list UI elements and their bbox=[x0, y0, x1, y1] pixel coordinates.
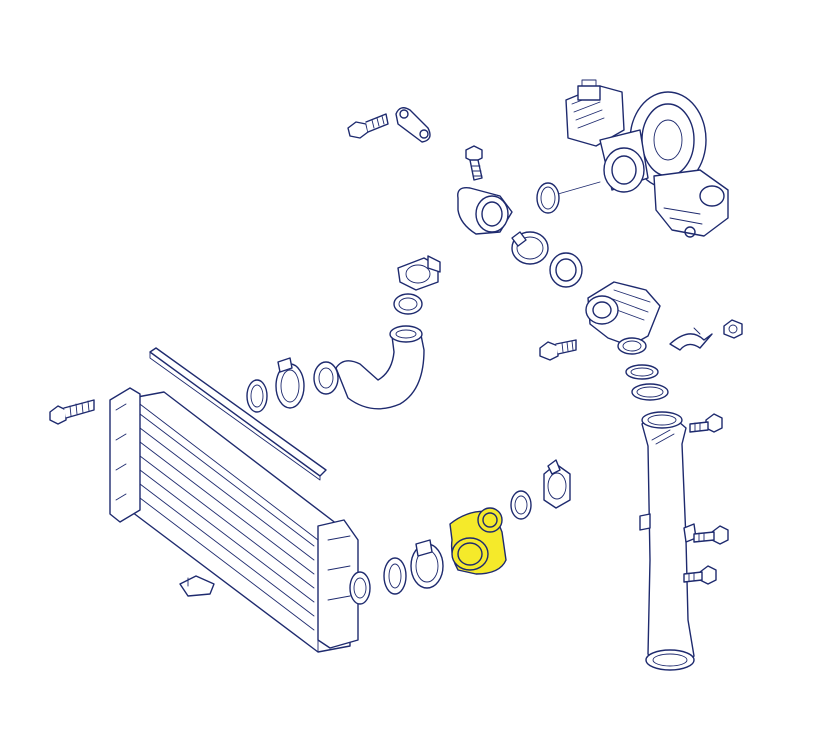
o-ring-seal bbox=[625, 364, 659, 380]
mounting-bolt bbox=[465, 145, 483, 181]
hose-clamp bbox=[410, 539, 444, 589]
hose-clamp bbox=[631, 383, 669, 401]
intercooler-inlet-hose bbox=[313, 325, 425, 410]
o-ring-seal bbox=[393, 293, 423, 315]
hose-clamp bbox=[275, 357, 305, 409]
o-ring-seal bbox=[549, 252, 583, 288]
mounting-bolt bbox=[347, 113, 389, 139]
intake-pipe bbox=[639, 411, 697, 671]
hose-clamp bbox=[723, 319, 743, 339]
hose-clamp bbox=[397, 255, 441, 291]
o-ring-seal bbox=[246, 379, 268, 413]
mounting-bolt bbox=[683, 565, 717, 585]
turbo-outlet-elbow bbox=[457, 187, 513, 235]
mounting-bolt bbox=[693, 525, 729, 545]
throttle-housing bbox=[585, 281, 661, 355]
hose-clamp bbox=[511, 231, 549, 265]
alignment-line bbox=[557, 181, 601, 195]
retaining-bracket bbox=[669, 327, 713, 351]
o-ring-seal bbox=[536, 182, 560, 214]
mounting-bolt bbox=[539, 339, 577, 361]
intercooler-outlet-elbow-hose bbox=[449, 507, 507, 575]
mounting-bolt bbox=[49, 399, 95, 425]
support-strip bbox=[149, 347, 327, 481]
hose-clamp bbox=[543, 459, 571, 509]
o-ring-seal bbox=[510, 490, 532, 520]
retaining-bracket bbox=[179, 575, 215, 597]
mounting-bolt bbox=[689, 413, 723, 433]
turbocharger bbox=[565, 79, 729, 238]
retaining-bracket bbox=[395, 107, 431, 143]
o-ring-seal bbox=[383, 557, 407, 595]
intercooler bbox=[109, 387, 371, 653]
